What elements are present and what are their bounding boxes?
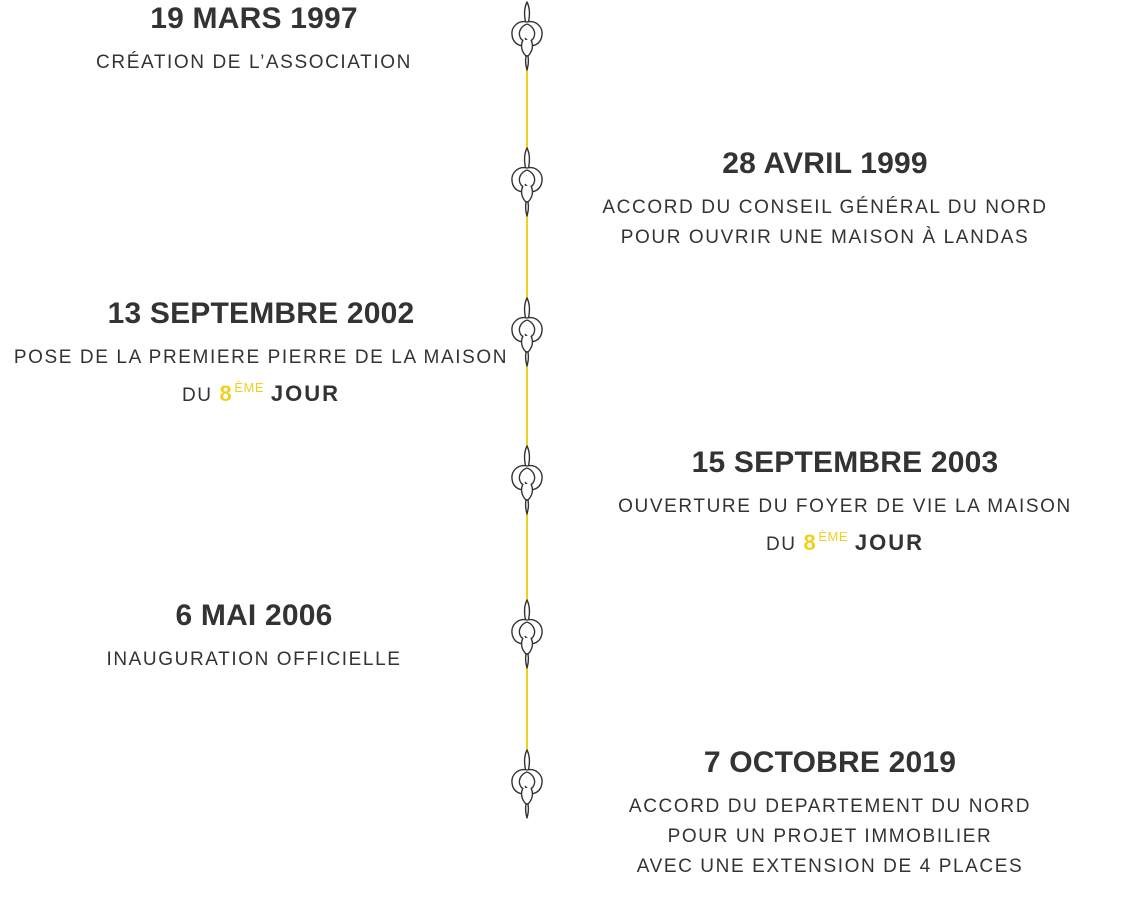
event-description: POSE DE LA PREMIERE PIERRE DE LA MAISON …	[4, 343, 518, 411]
tail-ordinal-suffix: ÈME	[818, 529, 849, 544]
rope-knot-icon	[511, 599, 543, 669]
tail-ordinal-number: 8	[219, 381, 234, 406]
event-description-line: ACCORD DU DEPARTEMENT DU NORD	[628, 796, 1032, 817]
event-description-line: POUR UN PROJET IMMOBILIER	[667, 826, 993, 847]
tail-word: JOUR	[854, 530, 925, 555]
event-date: 15 SEPTEMBRE 2003	[691, 446, 999, 479]
rope-knot-icon	[511, 147, 543, 217]
event-description: CRÉATION DE L’ASSOCIATION	[54, 48, 454, 78]
timeline-event: 28 AVRIL 1999 ACCORD DU CONSEIL GÉNÉRAL …	[575, 147, 1075, 253]
event-description-line: POSE DE LA PREMIERE PIERRE DE LA MAISON	[13, 347, 509, 368]
event-description-line: OUVERTURE DU FOYER DE VIE LA MAISON	[618, 496, 1072, 517]
tail-ordinal-number: 8	[803, 530, 818, 555]
event-date: 6 MAI 2006	[175, 599, 333, 632]
timeline-event: 19 MARS 1997 CRÉATION DE L’ASSOCIATION	[54, 2, 454, 78]
timeline-event: 15 SEPTEMBRE 2003 OUVERTURE DU FOYER DE …	[585, 446, 1105, 560]
event-description: INAUGURATION OFFICIELLE	[54, 645, 454, 675]
event-date: 19 MARS 1997	[150, 2, 358, 35]
timeline-event: 6 MAI 2006 INAUGURATION OFFICIELLE	[54, 599, 454, 675]
event-date: 13 SEPTEMBRE 2002	[107, 297, 415, 330]
tail-prefix: DU	[181, 385, 213, 406]
event-description-tail: DU 8ÈME JOUR	[4, 373, 518, 411]
event-date: 28 AVRIL 1999	[722, 147, 928, 180]
event-description-line: INAUGURATION OFFICIELLE	[106, 649, 402, 670]
event-description-tail: DU 8ÈME JOUR	[585, 522, 1105, 560]
tail-ordinal-suffix: ÈME	[234, 380, 265, 395]
event-date: 7 OCTOBRE 2019	[703, 746, 957, 779]
event-description: ACCORD DU DEPARTEMENT DU NORD POUR UN PR…	[580, 792, 1080, 882]
timeline-axis-line	[526, 40, 528, 800]
timeline-event: 13 SEPTEMBRE 2002 POSE DE LA PREMIERE PI…	[4, 297, 518, 411]
rope-knot-icon	[511, 1, 543, 71]
rope-knot-icon	[511, 445, 543, 515]
tail-word: JOUR	[270, 381, 341, 406]
timeline-event: 7 OCTOBRE 2019 ACCORD DU DEPARTEMENT DU …	[580, 746, 1080, 882]
event-description: OUVERTURE DU FOYER DE VIE LA MAISON DU 8…	[585, 492, 1105, 560]
rope-knot-icon	[511, 749, 543, 819]
event-description-line: POUR OUVRIR UNE MAISON À LANDAS	[620, 227, 1030, 248]
event-description-line: ACCORD DU CONSEIL GÉNÉRAL DU NORD	[602, 197, 1048, 218]
event-description: ACCORD DU CONSEIL GÉNÉRAL DU NORD POUR O…	[575, 193, 1075, 253]
event-description-line: AVEC UNE EXTENSION DE 4 PLACES	[636, 856, 1024, 877]
tail-prefix: DU	[765, 534, 797, 555]
event-description-line: CRÉATION DE L’ASSOCIATION	[96, 52, 412, 73]
